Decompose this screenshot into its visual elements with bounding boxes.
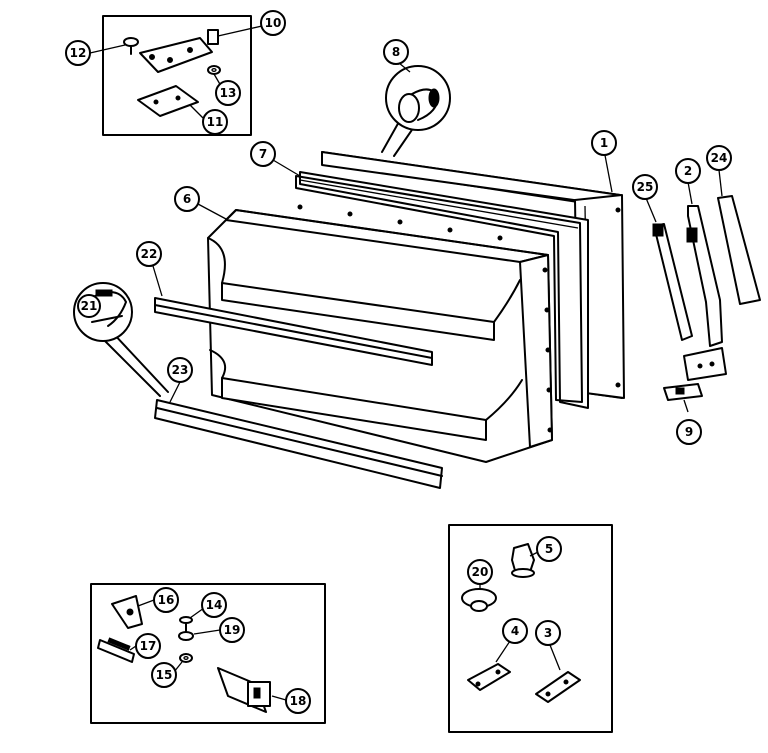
callout-22: 22 — [136, 241, 162, 267]
svg-text:9: 9 — [685, 425, 693, 439]
svg-text:16: 16 — [158, 593, 175, 607]
svg-text:23: 23 — [172, 363, 189, 377]
svg-text:10: 10 — [265, 16, 282, 30]
callout-14: 14 — [201, 592, 227, 618]
latch-inset — [90, 583, 326, 724]
callout-7: 7 — [250, 141, 276, 167]
callout-18: 18 — [285, 688, 311, 714]
shelf-rail-upper — [152, 265, 433, 366]
callout-2: 2 — [675, 158, 701, 184]
svg-text:1: 1 — [600, 136, 608, 150]
callout-5: 5 — [536, 536, 562, 562]
svg-text:22: 22 — [141, 247, 158, 261]
svg-text:6: 6 — [183, 192, 191, 206]
svg-text:8: 8 — [392, 45, 400, 59]
callout-16: 16 — [153, 587, 179, 613]
callout-10: 10 — [260, 10, 286, 36]
callout-4: 4 — [502, 618, 528, 644]
svg-text:18: 18 — [290, 694, 307, 708]
callout-13: 13 — [215, 80, 241, 106]
callout-9: 9 — [676, 419, 702, 445]
callout-15: 15 — [151, 662, 177, 688]
svg-text:3: 3 — [544, 626, 552, 640]
callout-25: 25 — [632, 174, 658, 200]
svg-text:14: 14 — [206, 598, 223, 612]
magnet-detail — [381, 62, 451, 157]
hinge-kit-inset — [89, 15, 263, 136]
callout-6: 6 — [174, 186, 200, 212]
svg-text:25: 25 — [637, 180, 654, 194]
callout-11: 11 — [202, 109, 228, 135]
callout-8: 8 — [383, 39, 409, 65]
svg-text:17: 17 — [140, 639, 157, 653]
svg-text:5: 5 — [545, 542, 553, 556]
callout-21: 21 — [77, 294, 101, 318]
inner-door-liner — [197, 203, 553, 463]
svg-text:12: 12 — [70, 46, 87, 60]
hardware-inset — [448, 524, 613, 733]
svg-text:4: 4 — [511, 624, 519, 638]
svg-text:11: 11 — [207, 115, 224, 129]
callout-23: 23 — [167, 357, 193, 383]
svg-text:15: 15 — [156, 668, 173, 682]
callout-19: 19 — [219, 617, 245, 643]
svg-text:7: 7 — [259, 147, 267, 161]
svg-text:21: 21 — [81, 299, 98, 313]
svg-text:24: 24 — [711, 151, 728, 165]
callout-24: 24 — [706, 145, 732, 171]
callout-1: 1 — [591, 130, 617, 156]
callout-3: 3 — [535, 620, 561, 646]
callout-17: 17 — [135, 633, 161, 659]
svg-text:13: 13 — [220, 86, 237, 100]
door-handle-parts — [645, 169, 761, 413]
callout-20: 20 — [467, 559, 493, 585]
shelf-rail-lower — [154, 381, 443, 489]
callout-12: 12 — [65, 40, 91, 66]
svg-text:2: 2 — [684, 164, 692, 178]
svg-text:19: 19 — [224, 623, 241, 637]
svg-text:20: 20 — [472, 565, 489, 579]
